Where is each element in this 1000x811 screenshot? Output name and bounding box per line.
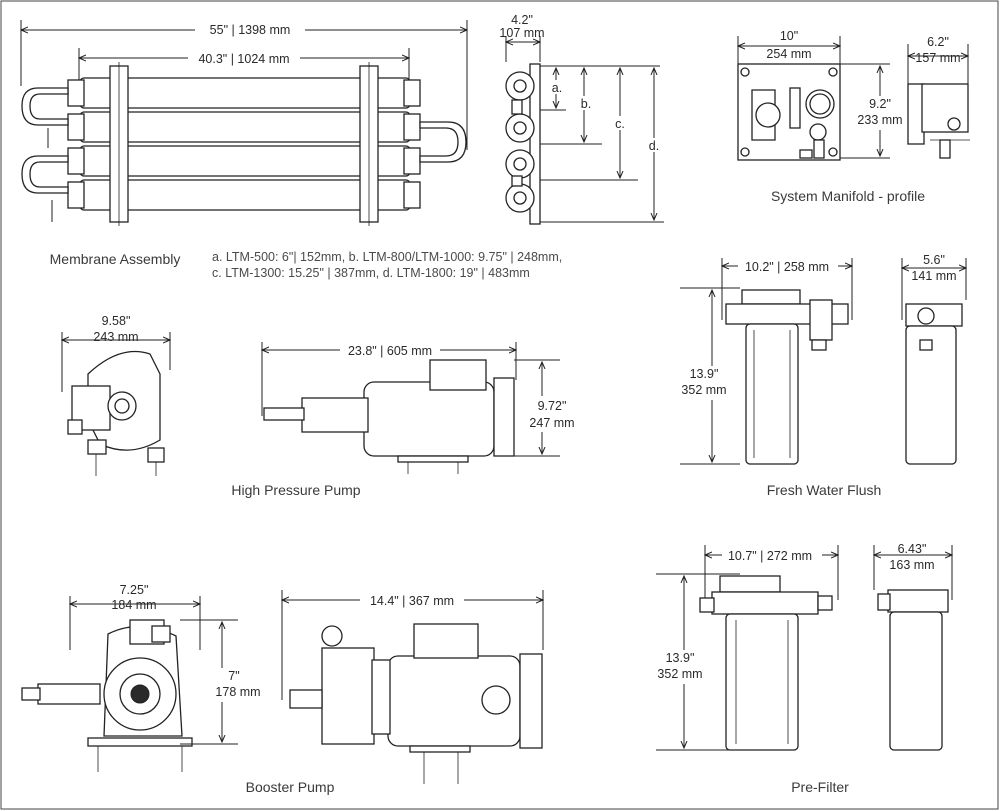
flush-height-in: 13.9"	[690, 367, 719, 381]
prefilter-depth-mm: 163 mm	[889, 558, 934, 572]
manifold-width-in: 10"	[780, 29, 798, 43]
booster-width-in: 7.25"	[120, 583, 149, 597]
hp-pump-caption: High Pressure Pump	[231, 482, 360, 498]
membrane-label-c: c.	[615, 117, 625, 131]
membrane-inner-length: 40.3" | 1024 mm	[198, 52, 289, 66]
membrane-label-d: d.	[649, 139, 659, 153]
prefilter-height-in: 13.9"	[666, 651, 695, 665]
membrane-assembly-caption: Membrane Assembly	[50, 251, 181, 267]
hp-front-width-mm: 243 mm	[93, 330, 138, 344]
hp-front-width-in: 9.58"	[102, 314, 131, 328]
booster-height-in: 7"	[228, 669, 239, 683]
membrane-overall-length: 55" | 1398 mm	[210, 23, 291, 37]
membrane-model-note-1: a. LTM-500: 6"| 152mm, b. LTM-800/LTM-10…	[212, 250, 562, 264]
manifold-height-in: 9.2"	[869, 97, 891, 111]
booster-height-mm: 178 mm	[215, 685, 260, 699]
membrane-label-a: a.	[552, 81, 562, 95]
flush-caption: Fresh Water Flush	[767, 482, 882, 498]
prefilter-height-mm: 352 mm	[657, 667, 702, 681]
manifold-width-mm: 254 mm	[766, 47, 811, 61]
prefilter-caption: Pre-Filter	[791, 779, 849, 795]
hp-pump-length: 23.8" | 605 mm	[348, 344, 432, 358]
membrane-model-note-2: c. LTM-1300: 15.25" | 387mm, d. LTM-1800…	[212, 266, 530, 280]
manifold-depth-in: 6.2"	[927, 35, 949, 49]
flush-depth-in: 5.6"	[923, 253, 945, 267]
system-manifold-drawing: 10" 254 mm 9.2" 233 mm 6.2" 157 mm Syste…	[738, 29, 970, 204]
fresh-water-flush-drawing: 10.2" | 258 mm 13.9" 352 mm 5.6" 141 mm …	[680, 253, 966, 498]
booster-length: 14.4" | 367 mm	[370, 594, 454, 608]
hp-pump-height-in: 9.72"	[538, 399, 567, 413]
pre-filter-drawing: 10.7" | 272 mm 13.9" 352 mm 6.43" 163 mm…	[650, 542, 952, 795]
flush-depth-mm: 141 mm	[911, 269, 956, 283]
membrane-side-width-mm: 107 mm	[499, 26, 544, 40]
membrane-label-b: b.	[581, 97, 591, 111]
high-pressure-pump-drawing: 9.58" 243 mm 23.8" | 605 mm 9.72" 247 mm…	[62, 314, 580, 498]
prefilter-width: 10.7" | 272 mm	[728, 549, 812, 563]
manifold-depth-mm: 157 mm	[915, 51, 960, 65]
flush-height-mm: 352 mm	[681, 383, 726, 397]
membrane-assembly-drawing: 55" | 1398 mm 40.3" | 1024 mm	[21, 13, 664, 280]
prefilter-depth-in: 6.43"	[898, 542, 927, 556]
booster-pump-drawing: 7.25" 184 mm 7" 178 mm 14.4" | 367 mm	[21, 583, 543, 795]
manifold-caption: System Manifold - profile	[771, 188, 925, 204]
flush-width: 10.2" | 258 mm	[745, 260, 829, 274]
membrane-side-width-in: 4.2"	[511, 13, 533, 27]
hp-pump-height-mm: 247 mm	[529, 416, 574, 430]
manifold-height-mm: 233 mm	[857, 113, 902, 127]
booster-caption: Booster Pump	[246, 779, 335, 795]
booster-width-mm: 184 mm	[111, 598, 156, 612]
